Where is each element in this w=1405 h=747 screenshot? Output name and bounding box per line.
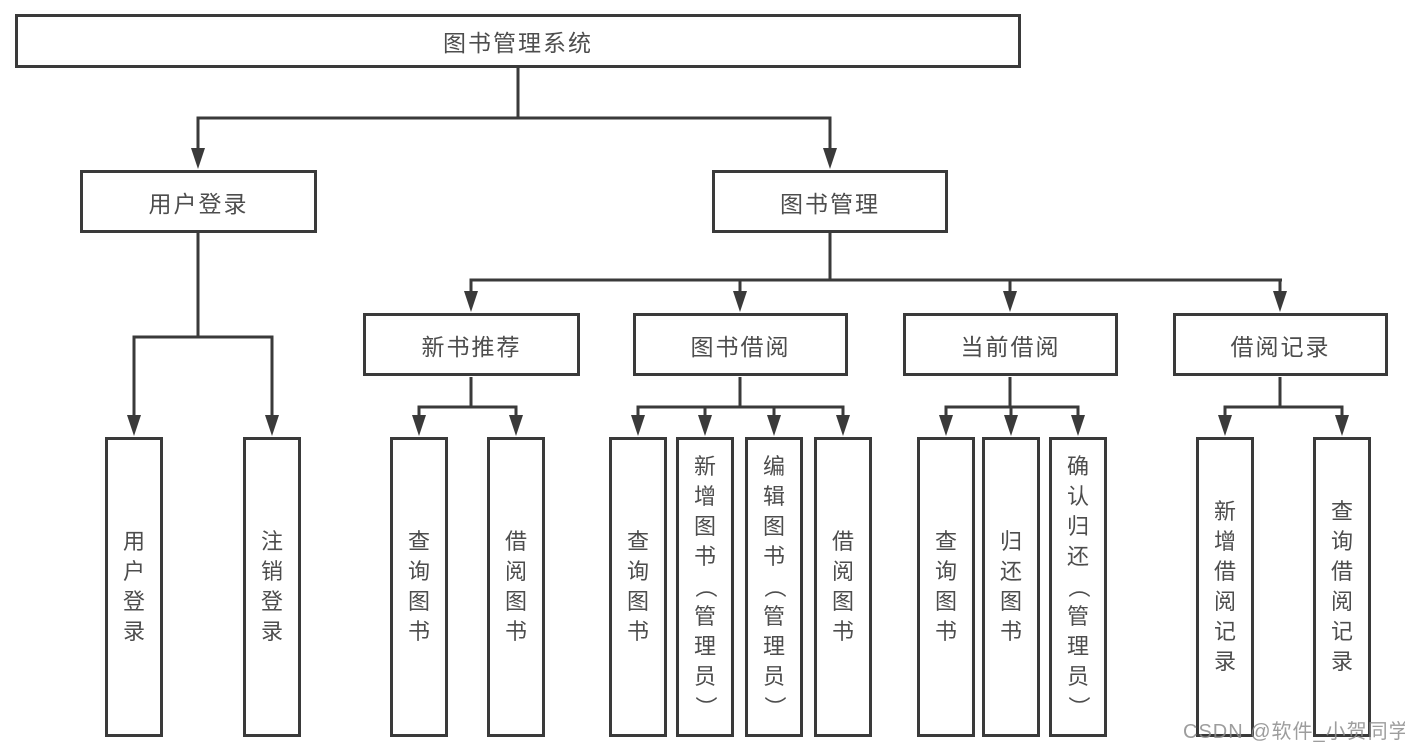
node-library-system: 图书管理系统 [15, 14, 1021, 68]
node-book-management-label: 图书管理 [780, 190, 880, 217]
node-new-book-recommend-label: 新书推荐 [421, 333, 522, 360]
leaf-cb-query-books-label: 查询图书 [934, 529, 957, 644]
node-new-book-recommend: 新书推荐 [363, 313, 580, 376]
leaf-bb-edit-books-admin-label: 编辑图书（管理员） [761, 454, 787, 719]
leaf-br-add-record: 新增借阅记录 [1196, 437, 1254, 737]
leaf-logout-login: 注销登录 [243, 437, 301, 737]
leaf-bb-borrow-books-label: 借阅图书 [831, 529, 854, 644]
leaf-nb-borrow-books-label: 借阅图书 [504, 529, 527, 644]
node-book-management: 图书管理 [712, 170, 948, 233]
node-borrow-records-label: 借阅记录 [1230, 333, 1331, 360]
leaf-cb-return-books-label: 归还图书 [999, 529, 1022, 644]
leaf-nb-query-books: 查询图书 [390, 437, 448, 737]
leaf-br-query-record-label: 查询借阅记录 [1330, 499, 1353, 674]
leaf-bb-add-books-admin-label: 新增图书（管理员） [692, 454, 718, 719]
leaf-bb-borrow-books: 借阅图书 [814, 437, 872, 737]
leaf-nb-query-books-label: 查询图书 [407, 529, 430, 644]
csdn-watermark: CSDN @软件_小贺同学 [1183, 721, 1405, 743]
leaf-nb-borrow-books: 借阅图书 [487, 437, 545, 737]
node-current-borrow-label: 当前借阅 [960, 333, 1061, 360]
node-library-system-label: 图书管理系统 [443, 30, 593, 56]
leaf-user-login-label: 用户登录 [122, 529, 145, 644]
leaf-logout-login-label: 注销登录 [260, 529, 283, 644]
node-current-borrow: 当前借阅 [903, 313, 1118, 376]
leaf-br-query-record: 查询借阅记录 [1313, 437, 1371, 737]
leaf-bb-add-books-admin: 新增图书（管理员） [676, 437, 734, 737]
leaf-user-login: 用户登录 [105, 437, 163, 737]
leaf-cb-query-books: 查询图书 [917, 437, 975, 737]
leaf-bb-query-books: 查询图书 [609, 437, 667, 737]
leaf-cb-confirm-return-admin: 确认归还（管理员） [1049, 437, 1107, 737]
leaf-bb-edit-books-admin: 编辑图书（管理员） [745, 437, 803, 737]
node-borrow-records: 借阅记录 [1173, 313, 1388, 376]
leaf-br-add-record-label: 新增借阅记录 [1213, 499, 1236, 674]
node-user-login: 用户登录 [80, 170, 317, 233]
node-book-borrow-label: 图书借阅 [690, 333, 791, 360]
leaf-cb-return-books: 归还图书 [982, 437, 1040, 737]
node-book-borrow: 图书借阅 [633, 313, 848, 376]
leaf-bb-query-books-label: 查询图书 [626, 529, 649, 644]
leaf-cb-confirm-return-admin-label: 确认归还（管理员） [1065, 454, 1091, 719]
node-user-login-label: 用户登录 [148, 190, 249, 217]
